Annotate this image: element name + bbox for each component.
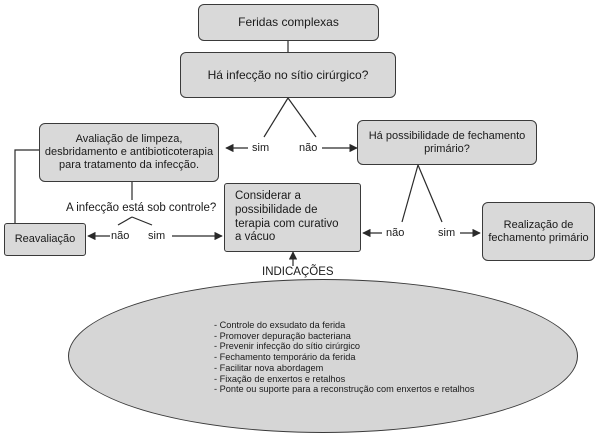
indicacao-item: - Fechamento temporário da ferida (214, 352, 356, 363)
node-infeccao-sitio-cirurgico: Há infecção no sítio cirúrgico? (180, 52, 396, 98)
connector-split-sim-3 (417, 164, 443, 223)
node-infeccao-sitio-cirurgico-text: Há infecção no sítio cirúrgico? (207, 67, 369, 82)
node-considerar-line-1: Considerar a (235, 190, 301, 203)
label-indicacoes: INDICAÇÕES (262, 266, 334, 278)
node-reavaliacao: Reavaliação (4, 223, 86, 256)
indicacao-item: - Facilitar nova abordagem (214, 362, 324, 373)
label-controle-question: A infecção está sob controle? (66, 202, 217, 214)
indicacao-item: - Prevenir infecção do sítio cirúrgico (214, 341, 361, 352)
indicacoes-ellipse (68, 279, 578, 433)
node-realizacao-line-2: fechamento primário (488, 231, 589, 244)
indicacao-item: - Ponte ou suporte para a reconstrução c… (214, 384, 475, 395)
node-avaliacao: Avaliação de limpeza, desbridamento e an… (39, 123, 219, 182)
node-avaliacao-line-3: para tratamento da infecção. (58, 158, 199, 171)
connector-reavaliacao-loop (14, 149, 39, 223)
node-possibilidade-fechamento-line-2: primário? (424, 142, 470, 155)
indicacoes-list: - Controle do exsudato da ferida - Promo… (214, 320, 474, 395)
node-possibilidade-fechamento: Há possibilidade de fechamento primário? (357, 120, 537, 165)
label-nao-1: não (299, 142, 318, 154)
connector-split-nao-1 (287, 97, 317, 138)
node-considerar-line-2: possibilidade de (235, 203, 318, 216)
label-sim-2: sim (148, 230, 166, 242)
connector-split-nao-2 (117, 216, 133, 226)
node-realizacao-line-1: Realização de (503, 218, 574, 231)
connector-split-sim-2 (131, 216, 153, 226)
node-feridas-complexas: Feridas complexas (198, 4, 379, 41)
node-avaliacao-line-2: desbridamento e antibioticoterapia (44, 146, 214, 159)
node-realizacao-fechamento: Realização de fechamento primário (482, 202, 595, 261)
label-nao-2: não (111, 230, 130, 242)
connector-split-nao-3 (401, 164, 419, 223)
label-nao-3: não (386, 227, 405, 239)
node-considerar-line-3: terapia com curativo (235, 217, 339, 230)
node-possibilidade-fechamento-line-1: Há possibilidade de fechamento (368, 129, 526, 142)
node-considerar-line-4: a vácuo (235, 231, 276, 244)
label-sim-1: sim (252, 142, 270, 154)
label-sim-3: sim (438, 227, 456, 239)
node-avaliacao-line-1: Avaliação de limpeza, (75, 133, 183, 146)
indicacao-item: - Promover depuração bacteriana (214, 330, 351, 341)
indicacao-item: - Controle do exsudato da ferida (214, 320, 346, 330)
indicacao-item: - Fixação de enxertos e retalhos (214, 373, 346, 384)
node-reavaliacao-text: Reavaliação (14, 233, 76, 246)
node-feridas-complexas-text: Feridas complexas (238, 15, 339, 30)
connector-split-sim-1 (263, 97, 289, 138)
node-considerar-terapia-vacuo: Considerar a possibilidade de terapia co… (224, 183, 361, 252)
